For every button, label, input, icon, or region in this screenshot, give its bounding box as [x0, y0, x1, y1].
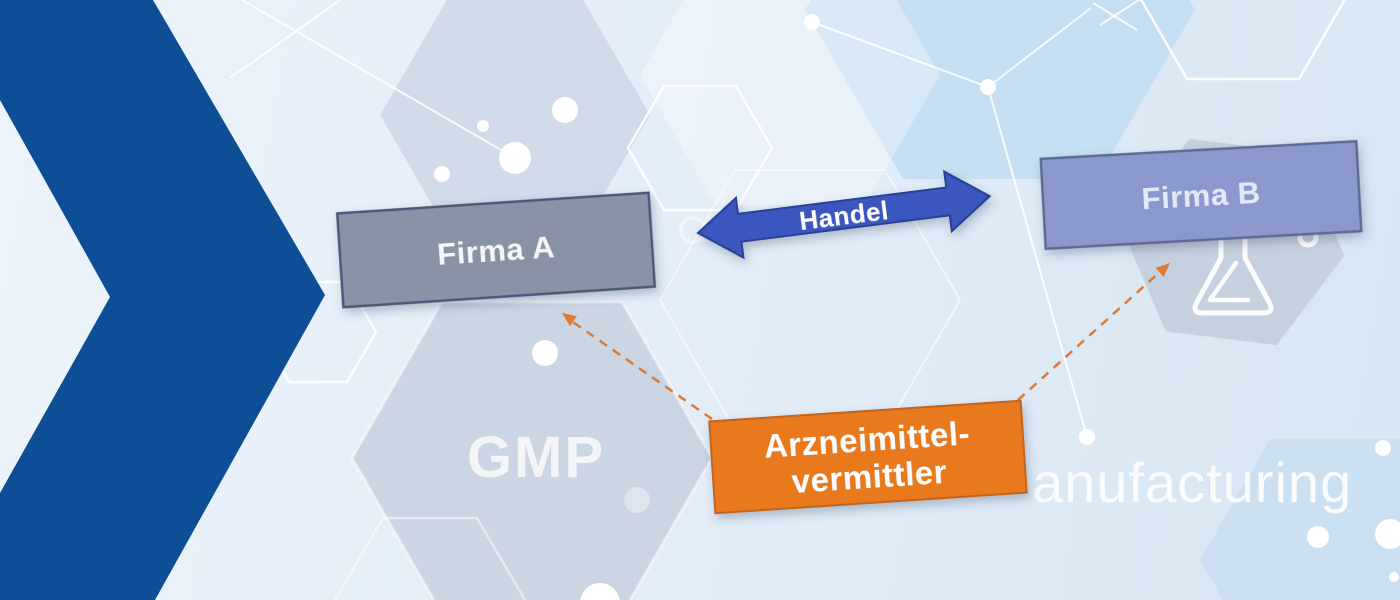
network-line [1099, 0, 1141, 26]
network-dot [1375, 440, 1391, 456]
network-line [811, 21, 989, 88]
network-dot [499, 142, 531, 174]
hexagon-outline-top-right [1139, 0, 1347, 81]
network-dot [477, 120, 489, 132]
network-dot [804, 14, 820, 30]
flask-liquid-line [1207, 260, 1251, 303]
network-dot [624, 487, 650, 513]
dashed-connector-right [1017, 269, 1163, 401]
hexagon-fill-gmp [350, 300, 714, 600]
network-line [229, 0, 341, 79]
flask-outline [1192, 219, 1274, 316]
network-line [987, 86, 1086, 431]
dashed-connector-left [569, 318, 713, 421]
broker-box [708, 399, 1028, 515]
broker-connectors [569, 269, 1163, 421]
gmp-watermark: GMP [467, 425, 605, 490]
hexagon-fill-bottom-right [1200, 439, 1400, 600]
network-dot [434, 166, 450, 182]
arrowhead-right [1155, 263, 1170, 277]
network-dot [1307, 526, 1329, 548]
network-dot [1389, 572, 1399, 582]
node-company-b: Firma B [1039, 139, 1363, 251]
flask-icon [1192, 219, 1274, 316]
network-dot [1375, 519, 1400, 549]
double-arrow-icon [696, 169, 992, 260]
hexagon-outline-bottom-left [333, 516, 527, 600]
manufacturing-watermark: anufacturing [1032, 451, 1352, 514]
network-dot [580, 583, 620, 600]
broker-connector-arrowheads [562, 263, 1170, 326]
arrowhead-left [562, 313, 577, 326]
hexagon-fill-white-soft [640, 0, 940, 205]
network-dot [1079, 429, 1095, 445]
node-broker: Arzneimittel- vermittler [708, 399, 1028, 515]
network-lines [229, 0, 1141, 431]
network-dot [980, 79, 996, 95]
company-b-label: Firma B [1141, 175, 1262, 217]
hexagon-fill-top-right-blue [805, 0, 1195, 179]
network-dot [532, 340, 558, 366]
company-a-box [335, 191, 657, 309]
network-dots [434, 14, 1400, 600]
network-line [987, 7, 1092, 88]
company-a-label: Firma A [436, 229, 556, 272]
chevron-right-shape [0, 0, 325, 600]
network-line [1092, 2, 1138, 31]
network-dot [552, 97, 578, 123]
node-company-a: Firma A [335, 191, 657, 309]
company-b-box [1039, 139, 1363, 251]
network-line [241, 0, 516, 159]
